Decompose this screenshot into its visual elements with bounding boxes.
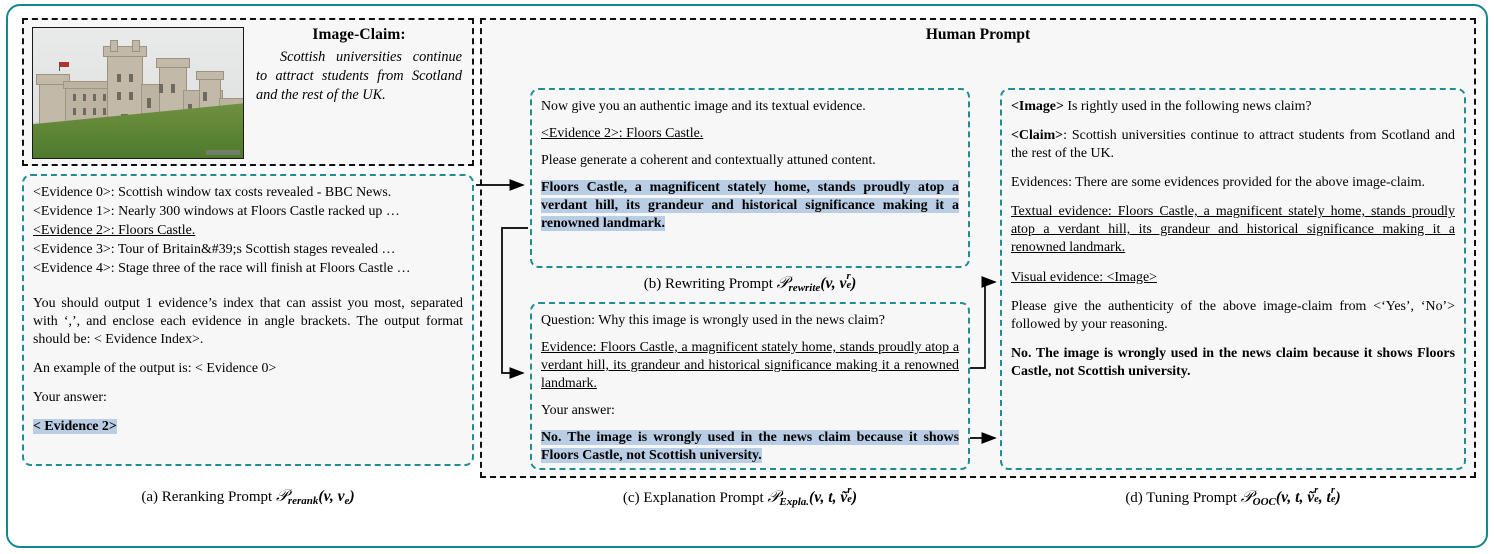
caption-c-subscript: Expla. bbox=[779, 496, 810, 509]
castle-turret-a bbox=[110, 40, 118, 52]
rewriting-output: Floors Castle, a magnificent stately hom… bbox=[541, 180, 959, 232]
tuning-prompt-panel: <Image> Is rightly used in the following… bbox=[1000, 88, 1466, 470]
caption-d-subscript: OOC bbox=[1252, 496, 1276, 509]
caption-a-subscript: rerank bbox=[287, 495, 319, 508]
tuning-answer: No. The image is wrongly used in the new… bbox=[1011, 345, 1455, 379]
flag-pole bbox=[59, 62, 60, 71]
tuning-image-question: Is rightly used in the following news cl… bbox=[1063, 99, 1312, 114]
caption-b-text: (b) Rewriting Prompt bbox=[643, 275, 773, 292]
window bbox=[93, 94, 96, 101]
castle-tower-center-crown bbox=[103, 46, 147, 57]
window bbox=[147, 98, 151, 108]
window bbox=[203, 92, 207, 101]
your-answer-label: Your answer: bbox=[541, 403, 615, 419]
explanation-evidence: Evidence: Floors Castle, a magnificent s… bbox=[541, 340, 959, 392]
caption-d-text: (d) Tuning Prompt bbox=[1125, 489, 1238, 506]
window bbox=[171, 84, 175, 93]
caption-a: (a) Reranking Prompt 𝒫rerank(v, ve) bbox=[22, 486, 474, 507]
rewriting-evidence: <Evidence 2>: Floors Castle. bbox=[541, 126, 704, 142]
explanation-answer-wrapper: No. The image is wrongly used in the new… bbox=[541, 429, 959, 465]
explanation-prompt-panel: Question: Why this image is wrongly used… bbox=[530, 302, 970, 470]
caption-c-text: (c) Explanation Prompt bbox=[622, 489, 764, 506]
caption-b-subscript: rewrite bbox=[788, 282, 821, 295]
rewriting-line1: Now give you an authentic image and its … bbox=[541, 99, 866, 114]
tuning-claim-text: : Scottish universities continue to attr… bbox=[1011, 128, 1455, 162]
window bbox=[103, 108, 106, 115]
human-prompt-title: Human Prompt bbox=[925, 26, 1031, 43]
explanation-question: Question: Why this image is wrongly used… bbox=[541, 313, 885, 328]
reranking-example: An example of the output is: < Evidence … bbox=[33, 360, 277, 376]
evidence-item: <Evidence 4>: Stage three of the race wi… bbox=[33, 260, 411, 276]
castle-tower-left-crown bbox=[36, 74, 70, 85]
image-claim-box: Image-Claim: Scottish universities conti… bbox=[22, 18, 474, 166]
tuning-image-line: <Image> Is rightly used in the following… bbox=[1011, 98, 1455, 116]
image-claim-text: Scottish universities continue to attrac… bbox=[256, 49, 462, 103]
caption-a-symbol: 𝒫 bbox=[275, 486, 288, 505]
rewriting-prompt-panel: Now give you an authentic image and its … bbox=[530, 88, 970, 268]
rewriting-output-wrapper: Floors Castle, a magnificent stately hom… bbox=[541, 179, 959, 233]
tuning-visual-evidence: Visual evidence: <Image> bbox=[1011, 269, 1157, 285]
caption-b-symbol: 𝒫 bbox=[776, 272, 789, 292]
window bbox=[129, 74, 133, 82]
evidence-item: <Evidence 1>: Nearly 300 windows at Floo… bbox=[33, 203, 400, 219]
caption-c-symbol: 𝒫 bbox=[767, 486, 780, 506]
reranking-answer-wrapper: < Evidence 2> bbox=[33, 418, 463, 436]
flag bbox=[60, 62, 69, 67]
explanation-answer: No. The image is wrongly used in the new… bbox=[541, 430, 959, 464]
evidence-item: <Evidence 3>: Tour of Britain&#39;s Scot… bbox=[33, 241, 396, 257]
claim-tag: <Claim> bbox=[1011, 128, 1064, 144]
castle-turret-b bbox=[132, 40, 140, 52]
window bbox=[103, 94, 106, 101]
caption-a-text: (a) Reranking Prompt bbox=[141, 489, 273, 505]
window bbox=[117, 74, 121, 82]
window bbox=[83, 94, 86, 101]
claim-text-wrapper: Image-Claim: Scottish universities conti… bbox=[256, 26, 462, 105]
tuning-claim-line: <Claim>: Scottish universities continue … bbox=[1011, 127, 1455, 163]
evidence-item-selected: <Evidence 2>: Floors Castle. bbox=[33, 222, 196, 238]
your-answer-label: Your answer: bbox=[33, 389, 107, 405]
reranking-answer: < Evidence 2> bbox=[33, 418, 117, 434]
window bbox=[129, 92, 133, 100]
photo-watermark bbox=[206, 150, 240, 155]
tuning-evidences-line: Evidences: There are some evidences prov… bbox=[1011, 175, 1425, 191]
rewriting-line3: Please generate a coherent and contextua… bbox=[541, 153, 876, 169]
caption-d-symbol: 𝒫 bbox=[1240, 486, 1253, 506]
window bbox=[117, 92, 121, 100]
reranking-instruction: You should output 1 evidence’s index tha… bbox=[33, 295, 463, 347]
image-tag: <Image> bbox=[1011, 99, 1064, 114]
castle-tower-right-crown bbox=[156, 58, 190, 68]
window bbox=[73, 108, 76, 115]
evidence-list: <Evidence 0>: Scottish window tax costs … bbox=[33, 184, 463, 279]
castle-photo bbox=[32, 27, 244, 159]
tuning-textual-evidence: Textual evidence: Floors Castle, a magni… bbox=[1011, 204, 1455, 256]
window bbox=[93, 108, 96, 115]
caption-a-args: (v, ve) bbox=[318, 488, 355, 508]
window bbox=[159, 84, 163, 93]
castle-tower-far-right-crown bbox=[196, 71, 224, 80]
window bbox=[83, 108, 86, 115]
evidence-item: <Evidence 0>: Scottish window tax costs … bbox=[33, 185, 392, 200]
window bbox=[73, 94, 76, 101]
tuning-authenticity-request: Please give the authenticity of the abov… bbox=[1011, 298, 1455, 332]
image-claim-heading: Image-Claim: bbox=[312, 26, 406, 43]
reranking-prompt-panel: <Evidence 0>: Scottish window tax costs … bbox=[22, 174, 474, 466]
